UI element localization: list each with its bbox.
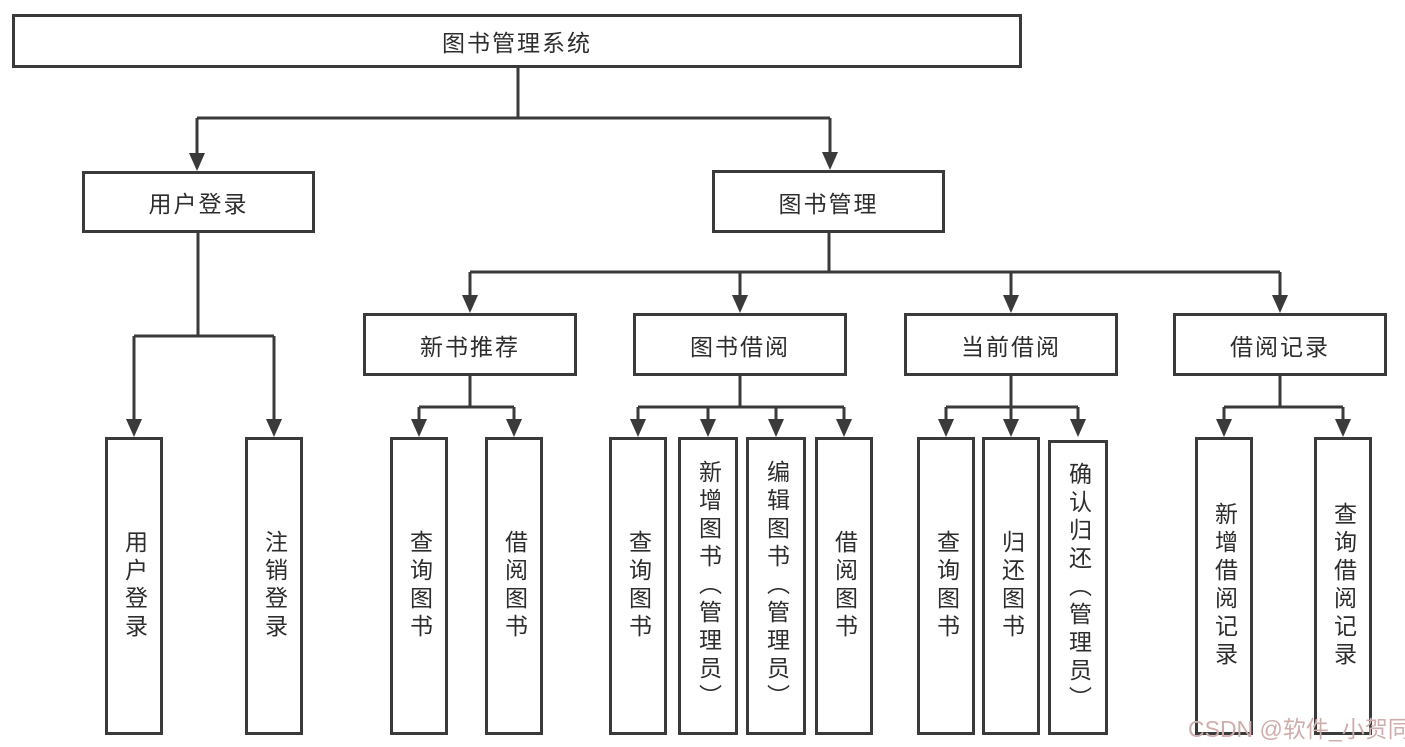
node-new-book-recommend: 新书推荐 — [363, 313, 577, 376]
leaf-add-borrow-record-label: 新增借阅记录 — [1211, 502, 1238, 670]
node-book-borrow: 图书借阅 — [633, 313, 847, 376]
leaf-recommend-query-books: 查询图书 — [390, 437, 448, 735]
leaf-return-books-label: 归还图书 — [998, 530, 1025, 642]
leaf-query-borrow-record-label: 查询借阅记录 — [1330, 502, 1357, 670]
edge-records-to-leaves — [1216, 376, 1351, 437]
leaf-logout: 注销登录 — [245, 437, 303, 735]
edge-current-to-leaves — [938, 376, 1086, 437]
leaf-borrow-books-label: 借阅图书 — [831, 530, 858, 642]
edge-borrow-to-leaves — [630, 376, 852, 437]
node-root: 图书管理系统 — [12, 14, 1022, 68]
node-borrow-records: 借阅记录 — [1173, 313, 1387, 376]
leaf-borrow-books: 借阅图书 — [815, 437, 873, 735]
node-new-book-recommend-label: 新书推荐 — [420, 333, 520, 360]
leaf-current-query-books: 查询图书 — [917, 437, 975, 735]
leaf-return-books: 归还图书 — [982, 437, 1040, 735]
leaf-add-books-admin: 新增图书（管理员） — [678, 437, 738, 735]
edge-root-to-level2 — [189, 68, 838, 171]
leaf-edit-books-admin: 编辑图书（管理员） — [746, 437, 806, 735]
node-borrow-records-label: 借阅记录 — [1230, 333, 1330, 360]
node-current-borrow-label: 当前借阅 — [961, 333, 1061, 360]
leaf-recommend-borrow-books: 借阅图书 — [485, 437, 543, 735]
leaf-confirm-return-admin: 确认归还（管理员） — [1048, 440, 1108, 735]
leaf-add-borrow-record: 新增借阅记录 — [1195, 437, 1253, 735]
node-book-management: 图书管理 — [712, 170, 945, 233]
node-book-management-label: 图书管理 — [778, 190, 879, 217]
leaf-query-borrow-record: 查询借阅记录 — [1314, 437, 1372, 735]
node-root-label: 图书管理系统 — [442, 30, 592, 56]
node-user-login-label: 用户登录 — [148, 191, 249, 217]
leaf-recommend-query-books-label: 查询图书 — [406, 530, 433, 642]
edge-book-management-to-level3 — [462, 233, 1288, 313]
edge-user-login-to-leaves — [126, 233, 282, 437]
edge-recommend-to-leaves — [411, 376, 522, 437]
leaf-add-books-admin-label: 新增图书（管理员） — [695, 460, 722, 712]
leaf-user-login: 用户登录 — [105, 437, 163, 735]
leaf-borrow-query-books: 查询图书 — [609, 437, 667, 735]
leaf-borrow-query-books-label: 查询图书 — [625, 530, 652, 642]
leaf-logout-label: 注销登录 — [261, 530, 288, 642]
leaf-recommend-borrow-books-label: 借阅图书 — [501, 530, 528, 642]
csdn-watermark: CSDN @软件_小贺同学 — [1188, 716, 1405, 742]
node-user-login: 用户登录 — [82, 171, 315, 233]
leaf-edit-books-admin-label: 编辑图书（管理员） — [763, 460, 790, 712]
leaf-current-query-books-label: 查询图书 — [933, 530, 960, 642]
node-book-borrow-label: 图书借阅 — [690, 333, 790, 360]
leaf-confirm-return-admin-label: 确认归还（管理员） — [1065, 461, 1092, 714]
node-current-borrow: 当前借阅 — [904, 313, 1118, 376]
leaf-user-login-label: 用户登录 — [121, 530, 148, 642]
